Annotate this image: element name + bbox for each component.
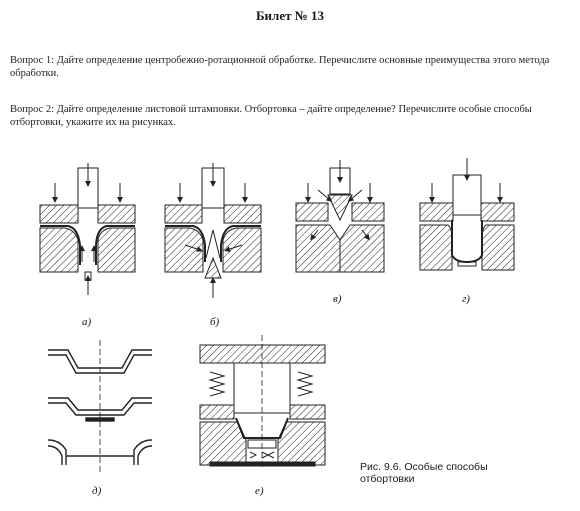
- label-b: б): [210, 316, 220, 328]
- label-e: е): [255, 485, 264, 497]
- label-v: в): [333, 293, 342, 305]
- ticket-title: Билет № 13: [255, 8, 325, 23]
- diagram-e: [199, 335, 326, 470]
- diagram-a: [39, 163, 136, 295]
- caption-line-2: отбортовки: [360, 473, 415, 485]
- label-d: д): [92, 485, 102, 497]
- diagram-v: [295, 160, 385, 273]
- question-2: Вопрос 2: Дайте определение листовой шта…: [10, 104, 532, 128]
- diagram-d: [47, 340, 153, 475]
- diagram-g: [419, 158, 515, 271]
- caption-line-1: Рис. 9.6. Особые способы: [360, 461, 488, 473]
- question-1: Вопрос 1: Дайте определение центробежно-…: [10, 55, 550, 79]
- label-a: а): [82, 316, 92, 328]
- label-g: г): [462, 293, 470, 305]
- figure-caption: Рис. 9.6. Особые способы отбортовки: [360, 461, 560, 485]
- diagram-b: [164, 163, 262, 298]
